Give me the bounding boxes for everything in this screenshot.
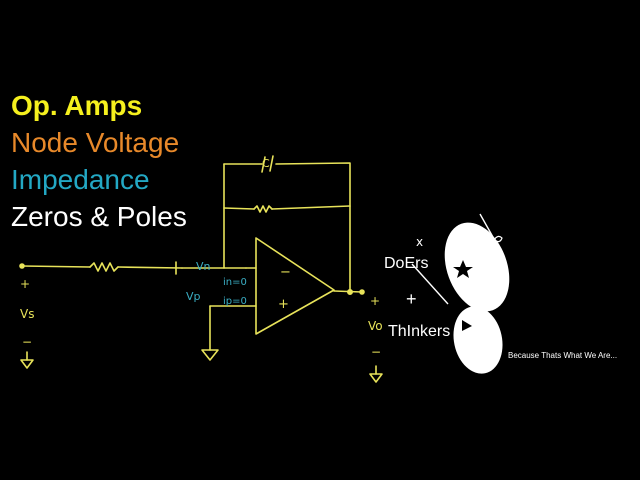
vo-label: Vo xyxy=(368,319,383,333)
topic-node-voltage: Node Voltage xyxy=(11,127,180,158)
logo-tagline: Because Thats What We Are... xyxy=(508,351,617,360)
logo-lower-wing xyxy=(453,306,503,374)
vn-label: Vn xyxy=(196,260,211,273)
topic-zeros-poles: Zeros & Poles xyxy=(11,201,187,232)
star-icon xyxy=(453,260,473,278)
vo-plus: + xyxy=(370,294,380,308)
input-resistor xyxy=(89,262,119,272)
logo-thinkers: ThInkers xyxy=(388,323,450,340)
noninverting-sign: + xyxy=(278,297,289,312)
in-label: in=0 xyxy=(223,277,247,288)
input-wire xyxy=(21,265,91,268)
capacitor-plates xyxy=(261,155,274,173)
cap-label: C xyxy=(262,157,270,170)
inverting-sign: − xyxy=(280,265,291,280)
logo-upper-wing xyxy=(444,222,510,312)
vs-plus: + xyxy=(20,277,30,291)
vs-label: Vs xyxy=(20,307,34,321)
logo-plus: + xyxy=(406,289,417,309)
input-node-wire xyxy=(175,261,247,275)
vo-minus: − xyxy=(371,345,381,359)
vs-minus: − xyxy=(22,335,32,349)
ground-source xyxy=(20,359,34,369)
feedback-resistor xyxy=(253,205,273,213)
doers-thinkers-logo: DoErs + ThInkers Because Thats What We A… xyxy=(384,213,617,374)
logo-x-mark: x xyxy=(416,235,423,249)
resistor-branch xyxy=(223,207,255,210)
ip-label: ip=0 xyxy=(223,296,247,307)
op-amp-triangle xyxy=(255,237,335,335)
topic-op-amps: Op. Amps xyxy=(11,90,143,121)
vp-label: Vp xyxy=(186,290,201,303)
topic-impedance: Impedance xyxy=(11,164,150,195)
logo-doers: DoErs xyxy=(384,255,428,272)
ground-left xyxy=(201,349,219,361)
ground-output xyxy=(369,373,383,383)
